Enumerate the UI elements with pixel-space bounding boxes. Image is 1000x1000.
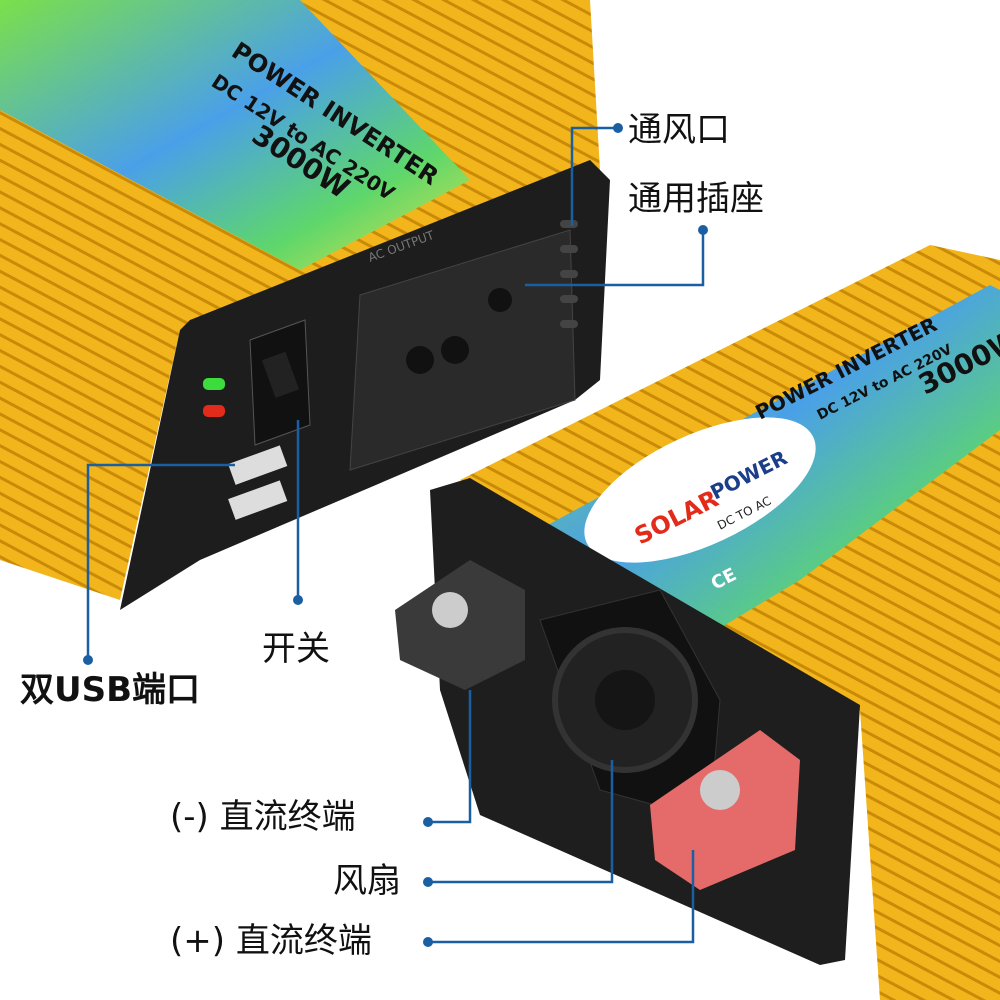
- callout-socket: 通用插座: [628, 179, 764, 219]
- callout-fan: 风扇: [333, 861, 401, 901]
- leader-dots: [83, 123, 708, 947]
- right-inverter: SOLAR POWER DC TO AC POWER INVERTER DC 1…: [395, 245, 1000, 1000]
- usb-port-2: [228, 480, 288, 520]
- callout-usb: 双USB端口: [20, 670, 201, 710]
- usb-port-1: [228, 445, 288, 485]
- led-red: [203, 405, 225, 417]
- callout-switch: 开关: [262, 629, 330, 669]
- callout-negative-terminal: (-) 直流终端: [170, 797, 356, 837]
- callout-positive-terminal: (+) 直流终端: [170, 921, 372, 961]
- leader-lines: [86, 126, 705, 944]
- positive-terminal: [650, 730, 800, 890]
- left-product-label: [0, 0, 470, 270]
- callout-vent: 通风口: [628, 110, 730, 150]
- left-inverter: POWER INVERTER DC 12V to AC 220V 3000W A…: [0, 0, 610, 610]
- negative-terminal: [395, 560, 525, 690]
- vent-slots: [560, 220, 578, 328]
- led-green: [203, 378, 225, 390]
